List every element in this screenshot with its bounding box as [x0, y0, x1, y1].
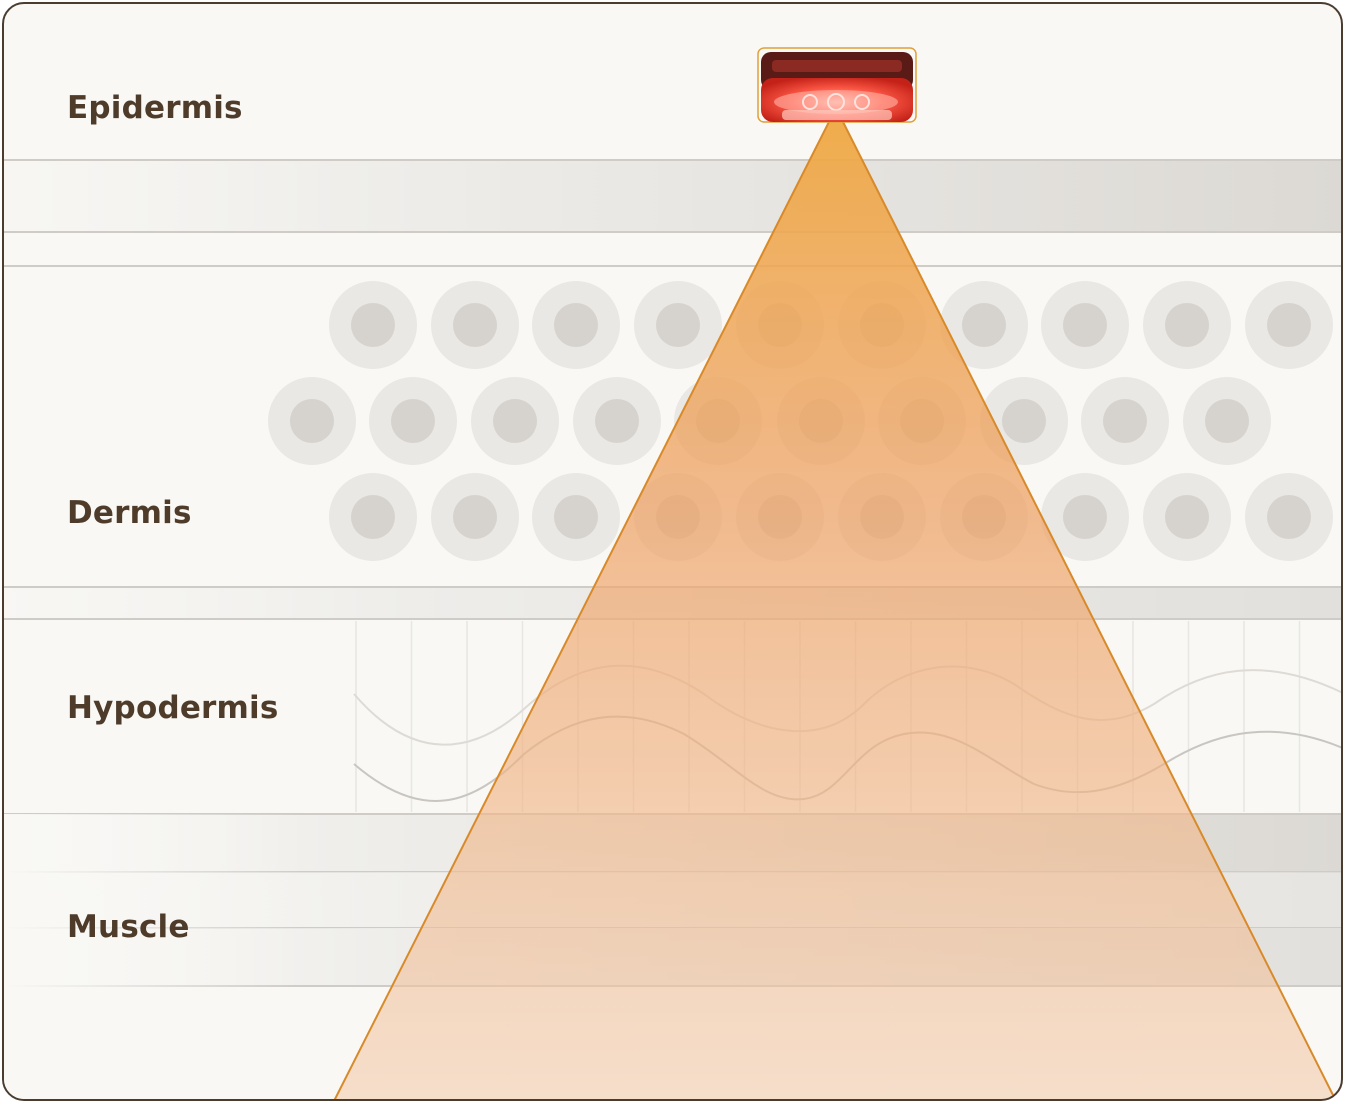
layer-label-epidermis: Epidermis [67, 90, 243, 126]
cell-nucleus [493, 399, 537, 443]
cell-nucleus [453, 303, 497, 347]
cell-nucleus [962, 303, 1006, 347]
layer-label-muscle: Muscle [67, 909, 190, 945]
layer-label-hypodermis: Hypodermis [67, 690, 279, 726]
cell-nucleus [1267, 303, 1311, 347]
cell-nucleus [1165, 495, 1209, 539]
layer-label-dermis: Dermis [67, 495, 192, 531]
cell-nucleus [554, 495, 598, 539]
cell-nucleus [391, 399, 435, 443]
cell-nucleus [1267, 495, 1311, 539]
cell-nucleus [595, 399, 639, 443]
muscle-fade [4, 814, 304, 1099]
cell-nucleus [1103, 399, 1147, 443]
cell-nucleus [351, 303, 395, 347]
cell-nucleus [290, 399, 334, 443]
cell-nucleus [1205, 399, 1249, 443]
cell-nucleus [1063, 303, 1107, 347]
cell-nucleus [453, 495, 497, 539]
epidermis-band [4, 159, 1341, 267]
cell-nucleus [554, 303, 598, 347]
cell-nucleus [1165, 303, 1209, 347]
cell-nucleus [1063, 495, 1107, 539]
cell-nucleus [351, 495, 395, 539]
cell-nucleus [1002, 399, 1046, 443]
light-beam [333, 107, 1337, 1099]
diagram-canvas [4, 47, 1341, 1099]
cell-nucleus [656, 303, 700, 347]
red-light-therapy-device-icon [757, 47, 917, 123]
